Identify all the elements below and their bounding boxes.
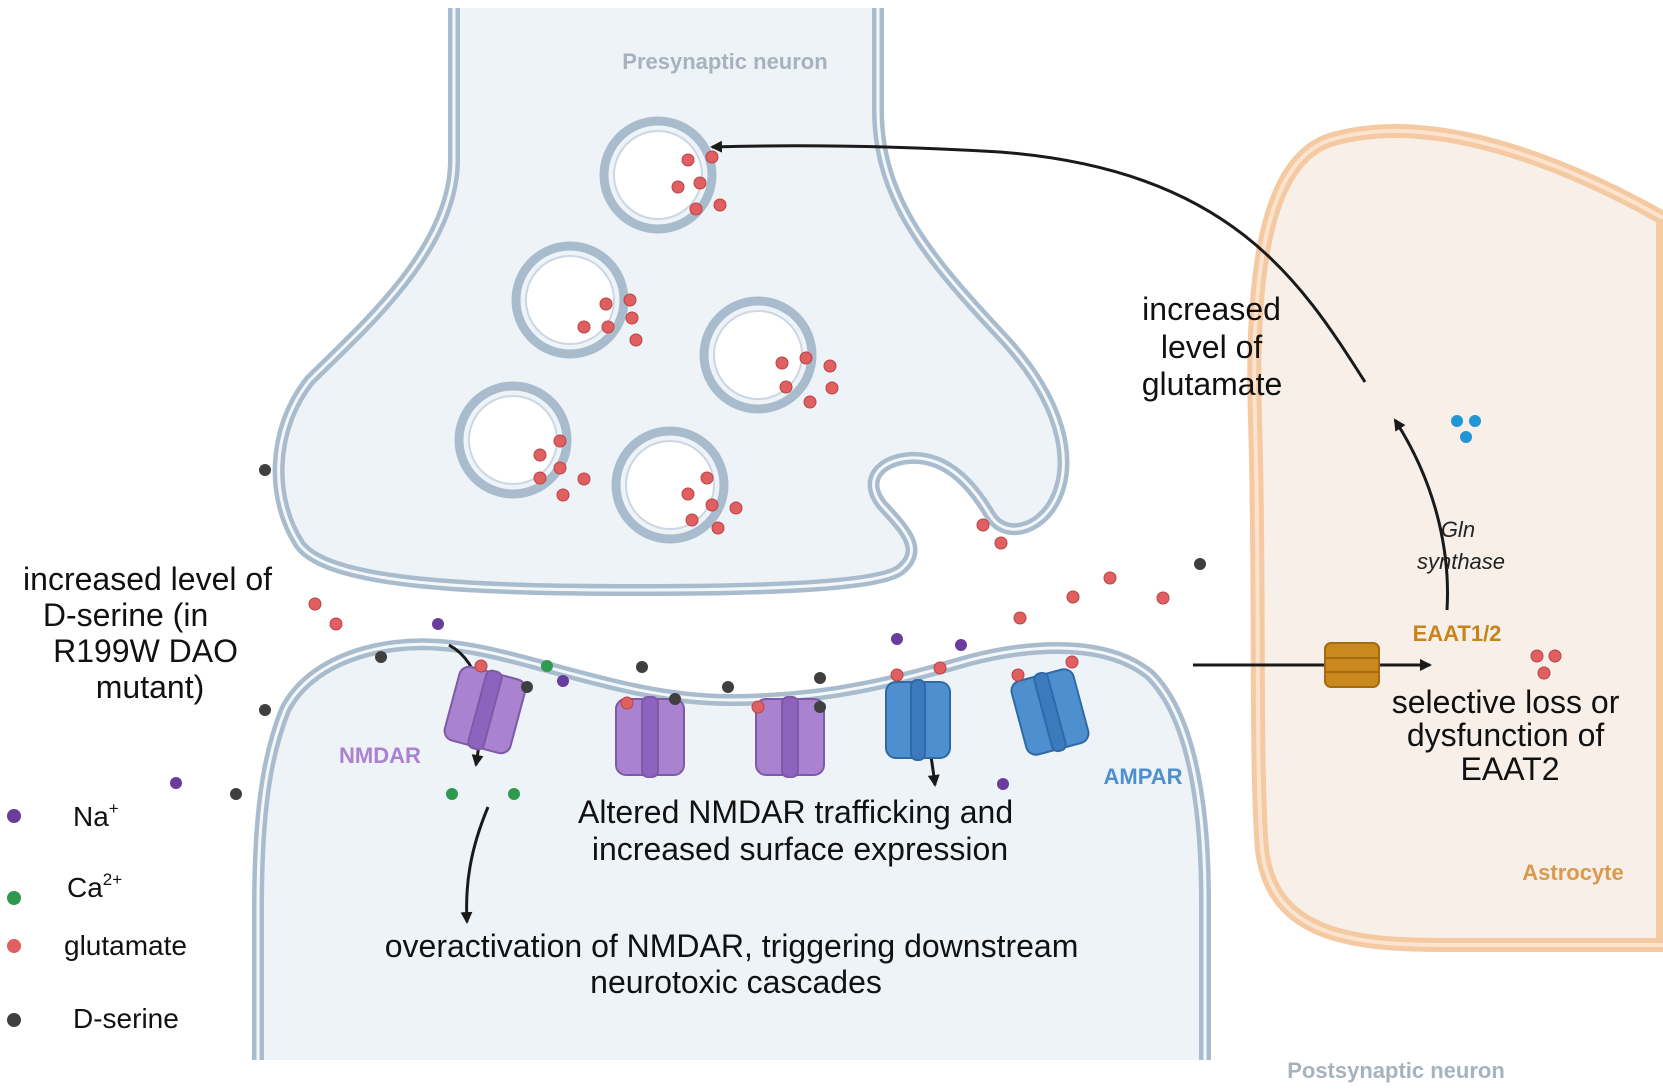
vesicle (699, 296, 817, 414)
astrocyte-label: Astrocyte (1522, 860, 1623, 885)
astrocyte (1247, 124, 1663, 952)
nmdar-receptor (755, 696, 825, 778)
gln-synthase-arrow (1393, 418, 1449, 611)
glutamate-recycle-arrow (710, 140, 1367, 383)
dserine-level-annotation: increased level of D-serine (in R199W DA… (23, 561, 281, 705)
nmdar-label: NMDAR (339, 743, 421, 768)
legend-na-label: Na+ (73, 799, 119, 832)
trafficking-annotation: Altered NMDAR trafficking and increased … (578, 794, 1022, 867)
glutamine-molecules (1451, 415, 1481, 443)
nmdar-receptor (615, 696, 685, 778)
legend-ca-label: Ca2+ (67, 870, 122, 903)
receptors (443, 642, 1380, 778)
overactivation-annotation: overactivation of NMDAR, triggering down… (385, 928, 1088, 1000)
vesicle (611, 426, 729, 544)
nmdar-receptor (443, 665, 527, 755)
glutamate-level-annotation: increased level of glutamate (1142, 291, 1290, 402)
gln-synthase-label: Gln synthase (1417, 517, 1505, 574)
legend-dserine-label: D-serine (73, 1003, 179, 1034)
glutamate-molecules (308, 150, 1562, 714)
legend: Na+ Ca2+ glutamate D-serine (7, 799, 187, 1034)
dserine-molecules (230, 464, 1206, 800)
legend-na-swatch (7, 809, 21, 823)
postsynaptic-label: Postsynaptic neuron (1287, 1058, 1505, 1083)
legend-glutamate-swatch (7, 939, 21, 953)
ampar-label: AMPAR (1103, 764, 1182, 789)
calcium-ions (446, 660, 553, 800)
eaat-transporter (1324, 642, 1380, 688)
vesicle (511, 241, 629, 359)
ampar-receptor (1010, 668, 1090, 756)
legend-ca-swatch (7, 891, 21, 905)
ampar-receptor (885, 679, 951, 761)
downstream-arrow (460, 806, 490, 924)
presynaptic-label: Presynaptic neuron (622, 49, 827, 74)
vesicle (454, 381, 572, 499)
eaat-label: EAAT1/2 (1413, 621, 1502, 646)
sodium-ions (170, 618, 1009, 790)
vesicle (599, 116, 717, 234)
legend-dserine-swatch (7, 1013, 21, 1027)
eaat2-loss-annotation: selective loss or dysfunction of EAAT2 (1392, 684, 1629, 787)
legend-glutamate-label: glutamate (64, 930, 187, 961)
